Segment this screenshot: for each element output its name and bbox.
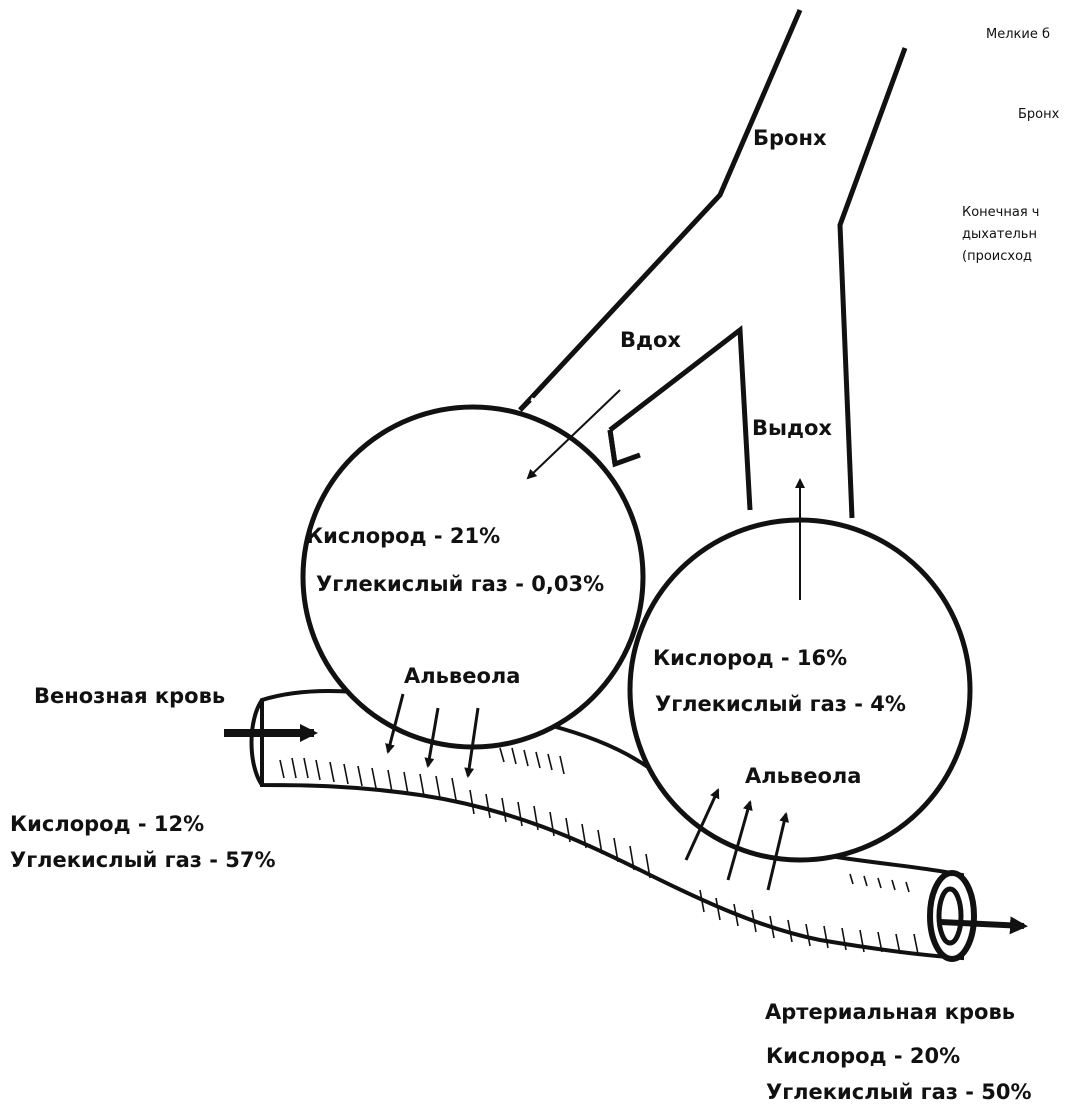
bronchus-label: Бронх xyxy=(753,128,827,149)
exhale-label: Выдох xyxy=(752,418,832,439)
left-alveolus-co2: Углекислый газ - 0,03% xyxy=(316,574,604,595)
right-alveolus-label: Альвеола xyxy=(745,766,861,787)
note-small-bronchi: Мелкие б xyxy=(986,26,1050,45)
venous-blood-label: Венозная кровь xyxy=(34,686,225,707)
arterial-oxygen: Кислород - 20% xyxy=(766,1046,960,1067)
arterial-blood-label: Артериальная кровь xyxy=(765,1002,1015,1023)
left-alveolus-oxygen: Кислород - 21% xyxy=(306,526,500,547)
note-terminal-line1: Конечная ч xyxy=(962,204,1039,223)
note-terminal-line3: (происход xyxy=(962,248,1032,267)
venous-oxygen: Кислород - 12% xyxy=(10,814,204,835)
right-alveolus-oxygen: Кислород - 16% xyxy=(653,648,847,669)
arterial-outflow-arrow xyxy=(940,922,1024,926)
arterial-co2: Углекислый газ - 50% xyxy=(766,1082,1032,1103)
right-alveolus-co2: Углекислый газ - 4% xyxy=(655,694,906,715)
inhale-label: Вдох xyxy=(620,330,681,351)
note-bronchi: Бронх xyxy=(1018,106,1059,125)
note-terminal-line2: дыхательн xyxy=(962,226,1037,245)
venous-co2: Углекислый газ - 57% xyxy=(10,850,276,871)
left-alveolus-label: Альвеола xyxy=(404,666,520,687)
